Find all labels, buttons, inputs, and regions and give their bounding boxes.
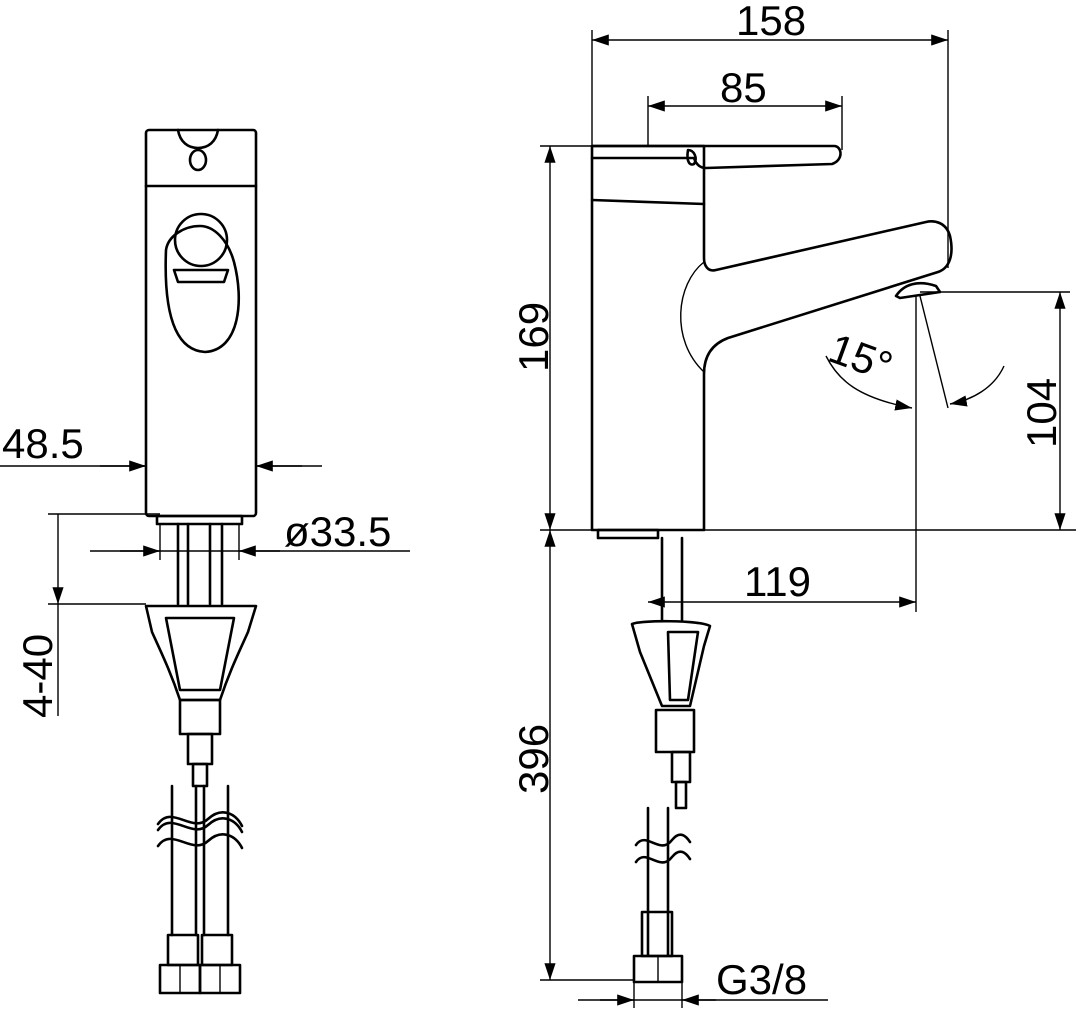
front-fitting-left: [166, 933, 200, 967]
side-nut: [654, 708, 696, 754]
dim-handle-length: 85: [647, 64, 843, 150]
dim-projection: 119: [648, 558, 916, 608]
side-bracket: [630, 619, 712, 708]
front-mounting-bracket: [144, 604, 258, 702]
dim-spout-angle: 15°: [823, 295, 1005, 612]
dim-body-width-label: 48.5: [2, 420, 84, 467]
side-handle-tip: [686, 148, 697, 166]
front-break-line-1b: [156, 811, 244, 828]
side-base-ring: [596, 528, 660, 540]
front-base-ring: [155, 514, 244, 526]
dim-body-width: 48.5: [0, 420, 322, 472]
dim-hose-length: 396: [510, 530, 634, 981]
front-rod-end: [191, 762, 209, 788]
front-handle-slot: [172, 268, 230, 284]
front-bracket-inner: [164, 616, 236, 692]
front-nut: [178, 698, 222, 736]
front-break-line-2: [156, 833, 244, 850]
front-break-line-1: [156, 817, 244, 834]
side-body: [590, 144, 953, 532]
dim-thread: G3/8: [578, 956, 828, 1008]
dim-body-height: 169: [510, 145, 1076, 531]
dim-hose-length-label: 396: [510, 724, 557, 794]
front-handle-lever: [164, 224, 241, 354]
side-body-blend: [680, 261, 705, 373]
dim-spout-angle-label: 15°: [823, 324, 899, 390]
dim-handle-length-label: 85: [720, 64, 767, 111]
dim-outlet-height-label: 104: [1018, 378, 1065, 448]
front-fitting-right: [200, 933, 234, 967]
side-handle-lever: [590, 144, 842, 170]
dim-total-length-label: 158: [736, 0, 806, 44]
front-cap-indicator: [188, 148, 208, 172]
side-rod-tip: [674, 780, 688, 810]
front-body: [144, 128, 258, 518]
dim-hole-diameter-label: ø33.5: [284, 508, 391, 555]
dim-body-height-label: 169: [510, 302, 557, 372]
dim-projection-label: 119: [744, 558, 811, 605]
dim-deck-thickness-label: 4-40: [14, 634, 61, 718]
side-rod-end: [670, 750, 692, 784]
front-threaded-rod: [186, 732, 214, 766]
front-handle-knob: [173, 212, 229, 268]
side-bracket-inner: [666, 630, 700, 702]
side-break-line-2: [634, 850, 692, 864]
dim-total-length: 158: [591, 0, 949, 268]
side-break-line-1: [634, 833, 692, 847]
dim-deck-thickness: 4-40: [14, 513, 160, 718]
dim-thread-label: G3/8: [716, 956, 807, 1003]
side-aerator: [894, 282, 942, 300]
front-cap-knob: [176, 128, 220, 150]
front-view: [144, 128, 258, 995]
side-cap-line: [590, 198, 706, 206]
dim-outlet-height: 104: [920, 291, 1070, 530]
dim-hole-diameter: ø33.5: [90, 508, 410, 560]
